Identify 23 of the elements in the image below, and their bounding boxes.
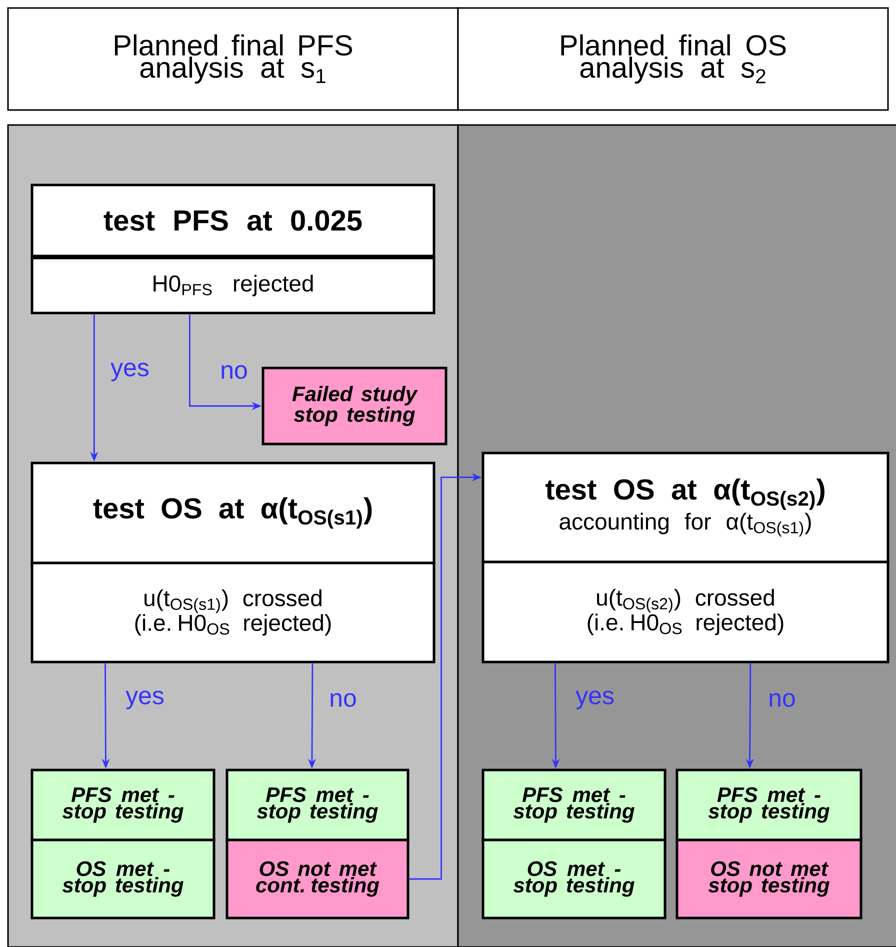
edge-label: yes (110, 362, 149, 382)
edge-label: yes (126, 690, 164, 710)
edge-label: no (330, 693, 356, 707)
outcome-box: OS met - stop testing (30, 838, 216, 920)
outcome-box: OS not met stop testing (676, 838, 862, 920)
edge-label: no (770, 693, 795, 707)
edge-label: yes (576, 690, 614, 710)
decision-box: u(t$_{OS(s2)}$) crossed (i.e. H0$_{OS}$ rejected) (482, 560, 890, 664)
process-box: test PFS at 0.025 (30, 184, 436, 258)
outcome-box: OS not met cont. testing (226, 838, 410, 920)
process-box: test OS at α(t$_{OS(s1)}$) (30, 462, 436, 564)
decision-box: u(t$_{OS(s1)}$) crossed (i.e. H0$_{OS}$ rejected) (30, 562, 436, 664)
outcome-box: Failed study stop testing (262, 366, 448, 446)
edge-label: no (222, 365, 247, 379)
decision-box: H0$_{PFS}$ rejected (30, 256, 436, 314)
process-box: test OS at α(t$_{OS(s2)}$) accounting for α(t$_{OS(s1)}$) (482, 452, 890, 564)
outcome-box: OS met - stop testing (482, 838, 666, 920)
outcome-box: PFS met - stop testing (482, 768, 666, 842)
outcome-box: PFS met - stop testing (676, 768, 862, 842)
outcome-box: PFS met - stop testing (30, 768, 216, 842)
header-cell: Planned final OS analysis at s$_{2}$ (457, 7, 889, 111)
header-cell: Planned final PFS analysis at s$_{1}$ (7, 7, 459, 111)
outcome-box: PFS met - stop testing (226, 768, 410, 842)
